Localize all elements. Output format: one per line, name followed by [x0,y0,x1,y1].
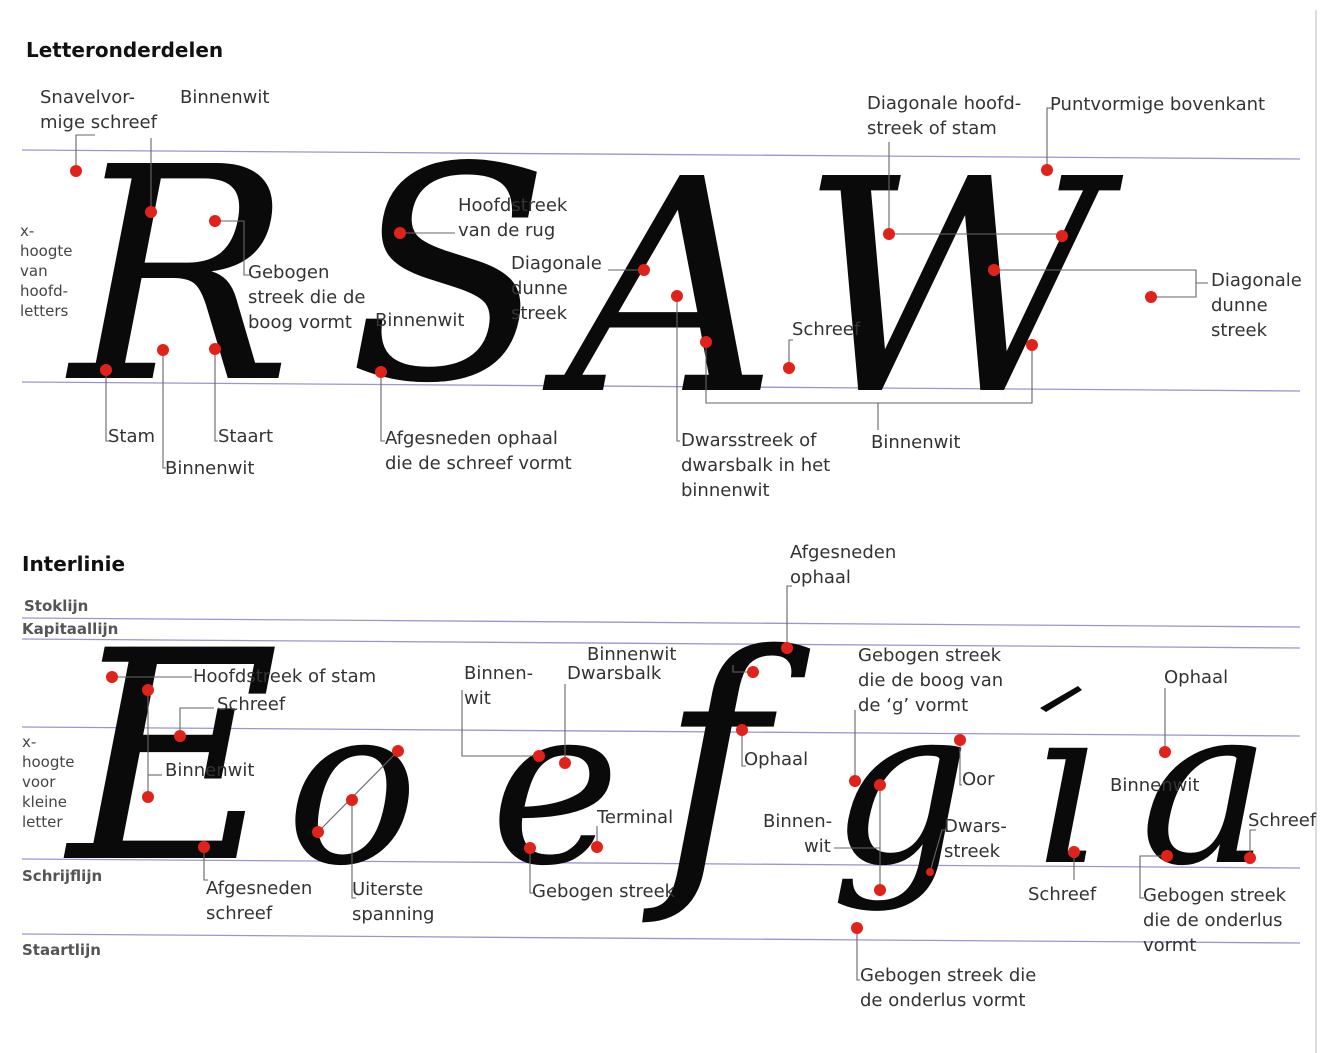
label-gebogen-boog-2: streek die de [248,287,365,308]
label-gebogen-streek-e: Gebogen streek [532,881,676,902]
label-binnenwit-r-bottom: Binnenwit [165,458,254,479]
label-schreef-i: Schreef [1028,884,1097,905]
label-afgesneden-schreef-1: Afgesneden [206,878,312,899]
label-dwarsstreek-g-2: streek [944,841,1001,862]
label-gebogen-boog-1: Gebogen [248,262,329,283]
label-terminal: Terminal [596,807,673,828]
label-binnenwit-o-1: Binnen- [464,663,533,684]
label-onderlus-a-3: vormt [1143,935,1196,956]
label-diagonale-dunne-a-1: Diagonale [511,253,602,274]
label-snavelvormige-2: mige schreef [40,112,158,133]
glyph-E: E [63,590,279,927]
xheight-small-line-5: letter [22,813,63,831]
label-onderlus-a-2: die de onderlus [1143,910,1283,931]
label-gebogen-boog-3: boog vormt [248,312,352,333]
label-binnenwit-e: Binnenwit [165,760,254,781]
label-uiterste-spanning-1: Uiterste [352,879,423,900]
label-afgesneden-ophaal-f-2: ophaal [790,567,851,588]
label-staartlijn: Staartlijn [22,941,101,959]
label-binnenwit-g-1: Binnen- [763,811,832,832]
staartlijn-guide [22,934,1300,943]
xheight-capitals-line-2: hoogte [20,242,73,260]
label-snavelvormige-1: Snavelvor- [40,87,135,108]
label-diagonale-dunne-a-3: streek [511,303,568,324]
label-schreef-a: Schreef [792,319,861,340]
label-diagonale-hoofd-1: Diagonale hoofd- [867,93,1021,114]
label-dwarsstreek-2: dwarsbalk in het [681,455,830,476]
label-schreef-a2: Schreef [1248,810,1317,831]
section-heading-interlinie: Interlinie [22,552,125,576]
label-oor: Oor [962,769,995,790]
xheight-capitals-line-3: van [20,262,48,280]
xheight-small-line-1: x- [22,733,36,751]
xheight-capitals-line-5: letters [20,302,69,320]
label-afgesneden-schreef-2: schreef [206,903,273,924]
label-dwarsstreek-3: binnenwit [681,480,770,501]
label-puntvormige-bovenkant: Puntvormige bovenkant [1050,94,1265,115]
label-schreef-e: Schreef [217,694,286,715]
label-binnenwit-o-2: wit [464,688,491,709]
label-binnenwit-r-top: Binnenwit [180,87,269,108]
xheight-capitals-line-4: hoofd- [20,282,68,300]
label-ophaal-f: Ophaal [744,749,808,770]
label-uiterste-spanning-2: spanning [352,904,435,925]
label-dwarsstreek-1: Dwarsstreek of [681,430,817,451]
label-diagonale-dunne-a-2: dunne [511,278,568,299]
label-ophaal-a: Ophaal [1164,667,1228,688]
xheight-capitals-label: x- hoogte van hoofd- letters [20,222,73,320]
label-diagonale-dunne-w-3: streek [1211,320,1268,341]
section-heading-letteronderdelen: Letteronderdelen [26,38,223,62]
label-diagonale-hoofd-2: streek of stam [867,118,997,139]
xheight-capitals-line-1: x- [20,222,34,240]
xheight-small-line-3: voor [22,773,56,791]
label-binnenwit-g-2: wit [804,836,831,857]
label-binnenwit-a: Binnenwit [1110,775,1199,796]
label-diagonale-dunne-w-1: Diagonale [1211,270,1302,291]
label-gebogen-boog-g-1: Gebogen streek [858,645,1002,666]
label-onderlus-g-1: Gebogen streek die [860,965,1036,986]
xheight-small-line-4: kleine [22,793,67,811]
label-afgesneden-ophaal-1: Afgesneden ophaal [385,428,558,449]
glyph-e: e [490,658,620,914]
label-binnenwit-s: Binnenwit [375,310,464,331]
xheight-small-line-2: hoogte [22,753,75,771]
glyph-A: A [542,116,778,460]
label-binnenwit-f: Binnenwit [587,644,676,665]
label-hoofdstreek-rug-2: van de rug [458,220,555,241]
label-binnenwit-aw: Binnenwit [871,432,960,453]
glyph-S: S [348,104,550,448]
xheight-small-label: x- hoogte voor kleine letter [22,733,75,831]
label-afgesneden-ophaal-2: die de schreef vormt [385,453,572,474]
label-hoofdstreek-rug-1: Hoofdstreek [458,195,568,216]
label-onderlus-a-1: Gebogen streek [1143,885,1287,906]
label-dwarsstreek-g-1: Dwars- [944,816,1007,837]
label-stam: Stam [108,426,155,447]
label-hoofdstreek-stam: Hoofdstreek of stam [193,666,376,687]
label-staart: Staart [218,426,273,447]
glyph-W: W [800,116,1127,460]
label-gebogen-boog-g-3: de ‘g’ vormt [858,695,968,716]
label-dwarsbalk: Dwarsbalk [567,663,662,684]
label-onderlus-g-2: de onderlus vormt [860,990,1025,1011]
label-afgesneden-ophaal-f-1: Afgesneden [790,542,896,563]
label-diagonale-dunne-w-2: dunne [1211,295,1268,316]
label-gebogen-boog-g-2: die de boog van [858,670,1003,691]
